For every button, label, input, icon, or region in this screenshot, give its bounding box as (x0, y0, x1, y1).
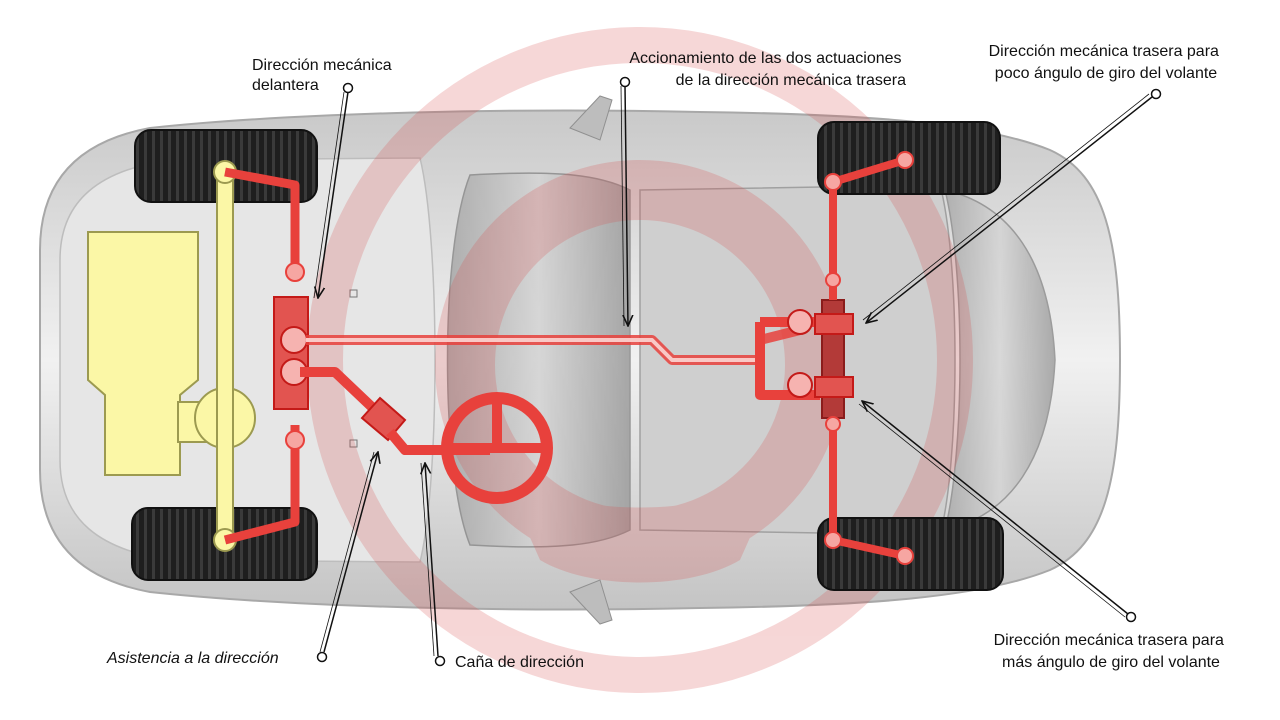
leader-actuation (619, 76, 630, 327)
rear-actuator-joint-upper (787, 309, 813, 335)
front-drive-shaft (216, 171, 234, 543)
labels: Dirección mecánica delantera Accionamien… (106, 43, 1229, 671)
label-front-steering: Dirección mecánica delantera (252, 57, 396, 94)
interior-switch-1 (349, 289, 358, 298)
label-actuation-line1: Accionamiento de las dos actuaciones (629, 50, 901, 67)
rear-actuator-large-angle (814, 376, 854, 398)
leader-rear-large-angle (858, 401, 1137, 623)
rear-actuation-shaft-core (306, 338, 760, 362)
steering-wheel-watermark-icon (307, 27, 973, 693)
label-front-steering-line1: Dirección mecánica (252, 57, 392, 74)
leader-column (421, 463, 446, 667)
label-actuation-line2: de la dirección mecánica trasera (676, 72, 906, 89)
label-rear-large-angle: Dirección mecánica trasera para más ángu… (994, 632, 1229, 671)
assist-link (300, 367, 379, 414)
rear-actuator-joint-lower (787, 372, 813, 398)
rear-hub-right-outer (896, 547, 914, 565)
mirror-right (569, 579, 613, 625)
rear-joint-lower (825, 416, 841, 432)
label-rear-small-angle: Dirección mecánica trasera para poco áng… (989, 43, 1224, 82)
leader-rear-small-angle (862, 88, 1162, 324)
rear-hub-right (824, 531, 842, 549)
rear-window (943, 188, 1056, 532)
windshield (446, 172, 631, 548)
leader-assist (316, 452, 379, 663)
steering-system (223, 151, 914, 565)
interior-switch-2 (349, 439, 358, 448)
rack-joint-upper (280, 326, 308, 354)
engine-block (87, 231, 199, 476)
label-rear-large-angle-line2: más ángulo de giro del volante (1002, 654, 1220, 671)
leader-lines (313, 76, 1162, 667)
label-front-steering-line2: delantera (252, 77, 319, 94)
label-assist: Asistencia a la dirección (106, 650, 279, 667)
mirror-left (569, 95, 613, 141)
front-joint-upper (285, 262, 305, 282)
rear-hub-left-outer (896, 151, 914, 169)
steering-wheel-icon (441, 392, 553, 504)
label-actuation: Accionamiento de las dos actuaciones de … (629, 50, 906, 89)
leader-front-steering (313, 82, 354, 299)
front-joint-lower (285, 430, 305, 450)
engine-drivetrain (87, 160, 256, 552)
label-rear-small-angle-line1: Dirección mecánica trasera para (989, 43, 1219, 60)
label-rear-small-angle-line2: poco ángulo de giro del volante (995, 65, 1217, 82)
rear-actuator-small-angle (814, 313, 854, 335)
label-column: Caña de dirección (455, 654, 584, 671)
rear-joint-upper (825, 272, 841, 288)
rear-hub-left (824, 173, 842, 191)
front-tie-rod-right (223, 425, 300, 545)
label-rear-large-angle-line1: Dirección mecánica trasera para (994, 632, 1224, 649)
front-tie-rod-left (224, 167, 300, 280)
